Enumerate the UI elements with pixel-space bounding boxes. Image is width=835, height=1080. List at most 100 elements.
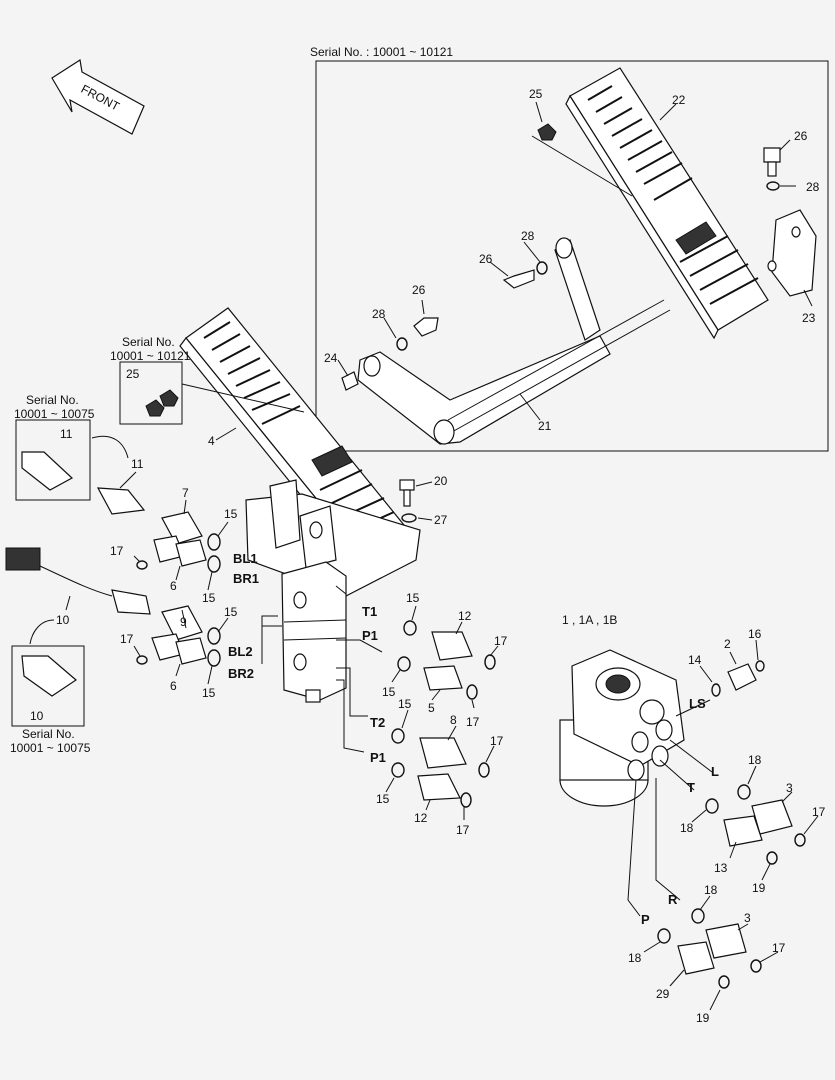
callout-8: 8 [450,713,457,727]
callout-28-upper: 28 [806,180,820,194]
inset-bracket [767,209,817,297]
callout-23: 23 [802,311,816,325]
callout-24: 24 [324,351,338,365]
port-p: P [641,912,650,927]
port-p1-lower: P1 [370,750,386,765]
callout-26-lower: 26 [412,283,426,297]
callout-10-box: 10 [30,709,44,723]
serial-box-a [119,361,183,425]
inset-frame [315,60,829,452]
callout-15-h: 15 [376,792,390,806]
inset-pedal-arm [341,237,671,445]
callout-26-upper: 26 [794,129,808,143]
serial-box-c-line1: Serial No. [22,727,75,741]
callout-15-c: 15 [224,605,238,619]
port-r: R [668,892,678,907]
steering-unit [559,649,685,807]
callout-2: 2 [724,637,731,651]
callout-27: 27 [434,513,448,527]
steering-fittings [657,660,806,989]
brake-outlet-fittings [391,620,496,808]
callout-5: 5 [428,701,435,715]
callout-12-lower: 12 [414,811,428,825]
port-labels: BL1 BR1 BL2 BR2 T1 P1 T2 P1 LS L T R P [228,551,719,927]
callout-11: 11 [131,457,144,471]
callout-19-upper: 19 [752,881,766,895]
callout-15-g: 15 [398,697,412,711]
leader-lines [65,101,819,1011]
brake-valve-body [281,561,347,703]
steering-port-lines [627,699,713,917]
port-ls: LS [689,696,706,711]
callout-14: 14 [688,653,702,667]
pedal-base [245,479,421,597]
serial-box-b-line1: Serial No. [26,393,79,407]
callout-25-inset: 25 [529,87,543,101]
callout-17-c: 17 [494,634,508,648]
port-bl2: BL2 [228,644,253,659]
callout-17-g: 17 [812,805,826,819]
callout-28-lower: 28 [372,307,386,321]
callout-21: 21 [538,419,552,433]
serial-box-b-line2: 10001 ~ 10075 [14,407,95,421]
callout-10: 10 [56,613,70,627]
bolt-20 [399,479,417,523]
callout-17-f: 17 [456,823,470,837]
steering-unit-label: 1 , 1A , 1B [562,613,617,627]
front-arrow: FRONT [51,59,145,135]
port-t2: T2 [370,715,385,730]
port-br1: BR1 [233,571,259,586]
serial-box-a-text: Serial No. 10001 ~ 10121 [110,335,191,363]
callout-17-e: 17 [490,734,504,748]
pressure-switches [5,487,151,615]
callout-3-upper: 3 [786,781,793,795]
serial-box-b [15,419,91,501]
port-br2: BR2 [228,666,254,681]
callout-18-b: 18 [680,821,694,835]
callout-19-lower: 19 [696,1011,710,1025]
callout-15-e: 15 [406,591,420,605]
left-fittings [136,511,221,667]
callout-28-mid: 28 [521,229,535,243]
callout-6-upper: 6 [170,579,177,593]
callout-12-upper: 12 [458,609,472,623]
callout-6-lower: 6 [170,679,177,693]
port-lines [261,585,383,753]
serial-box-c-line2: 10001 ~ 10075 [10,741,91,755]
callout-17-h: 17 [772,941,786,955]
inset-pedal [565,67,769,340]
serial-box-c [11,645,85,727]
callout-16: 16 [748,627,762,641]
callout-7: 7 [182,486,189,500]
port-l: L [711,764,719,779]
callout-20: 20 [434,474,448,488]
callout-17-b: 17 [120,632,134,646]
callout-4: 4 [208,434,215,448]
callout-29: 29 [656,987,670,1001]
callout-15-a: 15 [224,507,238,521]
callout-18-a: 18 [748,753,762,767]
serial-box-a-line2: 10001 ~ 10121 [110,349,191,363]
callout-11-box: 11 [60,427,73,441]
serial-box-a-line1: Serial No. [122,335,175,349]
callout-22: 22 [672,93,686,107]
inset-serial-label: Serial No. : 10001 ~ 10121 [310,45,453,59]
callout-26-mid: 26 [479,252,493,266]
callout-25-box: 25 [126,367,140,381]
part-callouts: 25 22 26 28 28 26 26 28 23 24 25 21 4 11… [30,87,826,1025]
inset-hardware [396,123,781,351]
callout-18-c: 18 [704,883,718,897]
callout-15-f: 15 [382,685,396,699]
callout-15-d: 15 [202,686,216,700]
callout-9: 9 [180,615,187,629]
callout-3-lower: 3 [744,911,751,925]
callout-17-d: 17 [466,715,480,729]
callout-18-d: 18 [628,951,642,965]
serial-box-b-text: Serial No. 10001 ~ 10075 [14,393,95,421]
callout-13: 13 [714,861,728,875]
port-t1: T1 [362,604,377,619]
port-p1-upper: P1 [362,628,378,643]
callout-15-b: 15 [202,591,216,605]
serial-box-c-text: Serial No. 10001 ~ 10075 [10,727,91,755]
